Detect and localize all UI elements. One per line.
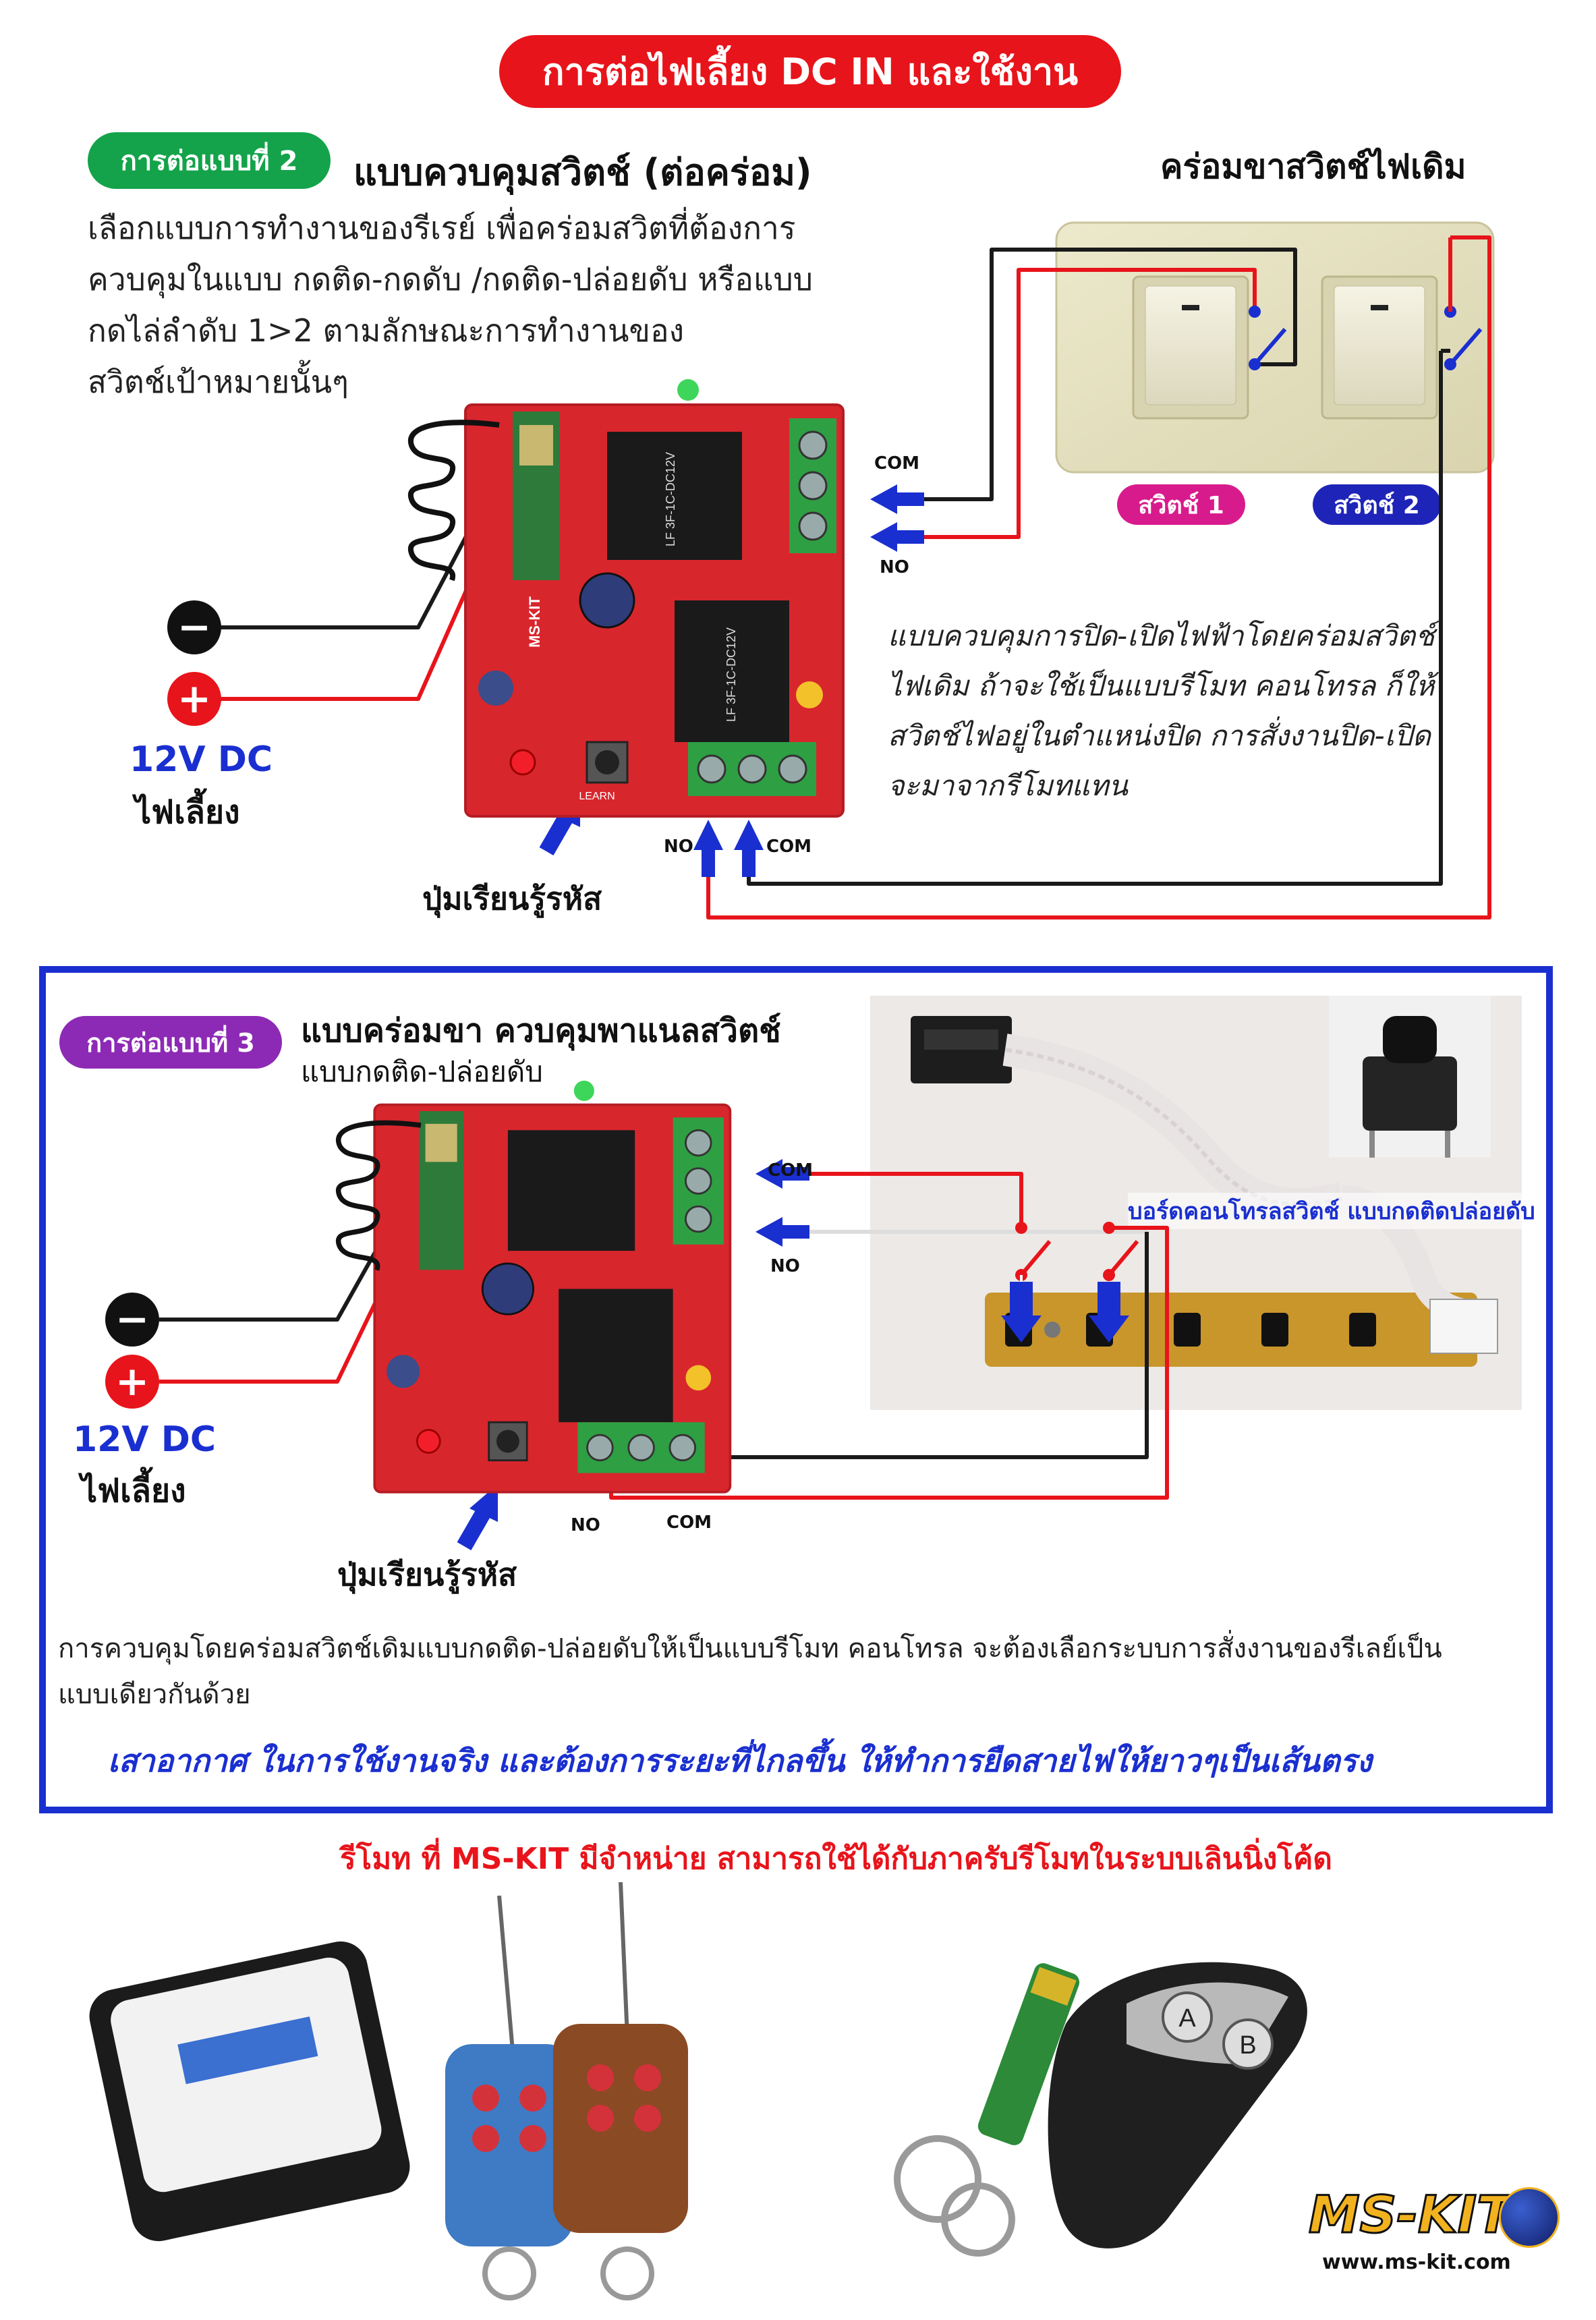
power-sub: ไฟเลี้ยง [81, 1472, 186, 1510]
section2-note: แบบควบคุมการปิด-เปิดไฟฟ้าโดยคร่อมสวิตช์ … [888, 611, 1435, 811]
section3-no-label: NO [770, 1256, 800, 1276]
plus-terminal: + [105, 1355, 159, 1409]
keyfob-button-a: A [1178, 2004, 1196, 2033]
receiver-board-2: LF 3F-1C-DC12V LF 3F-1C-DC12V LEARN MS-K… [464, 379, 845, 818]
section3-subheading: แบบกดติด-ปล่อยดับ [301, 1055, 543, 1088]
ms-kit-logo: MS-KIT [1308, 2184, 1513, 2246]
minus-terminal: − [105, 1293, 159, 1347]
section2-wiring [196, 235, 1491, 919]
remote-banner: รีโมท ที่ MS-KIT มีจำหน่าย สามารถใช้ได้ก… [340, 1842, 1332, 1876]
section3-badge: การต่อแบบที่ 3 [59, 1016, 282, 1069]
section3-note: การควบคุมโดยคร่อมสวิตช์เดิมแบบกดติด-ปล่อ… [58, 1626, 1442, 1718]
section2-badge: การต่อแบบที่ 2 [88, 132, 331, 189]
power-sub: ไฟเลี้ยง [135, 793, 240, 831]
section2-intro: เลือกแบบการทำงานของรีเรย์ เพื่อคร่อมสวิต… [88, 202, 813, 407]
control-board-label: บอร์ดคอนโทรลสวิตช์ แบบกดติดปล่อยดับ [1128, 1193, 1535, 1229]
switch2-badge: สวิตช์ 2 [1313, 484, 1441, 525]
keyfob-button-b: B [1239, 2031, 1256, 2060]
wall-switch-plate [1055, 221, 1495, 474]
antenna-coil-2 [407, 420, 500, 582]
section3-wiring [159, 1159, 1169, 1550]
note-line: จะมาจากรีโมทแทน [888, 769, 1129, 802]
section3-frame [39, 966, 1553, 1813]
minus-terminal: − [167, 600, 221, 654]
note-line: สวิตช์ไฟอยู่ในตำแหน่งปิด การสั่งงานปิด-เ… [888, 719, 1431, 752]
section3-com-label: COM [768, 1160, 814, 1181]
plus-terminal: + [167, 672, 221, 726]
relay-part-label: LF 3F-1C-DC12V [664, 452, 677, 546]
section3-no-bottom-label: NO [571, 1515, 600, 1535]
board-learn-print: LEARN [579, 791, 615, 802]
section3-com-bottom-label: COM [666, 1512, 712, 1533]
relay-part-label: LF 3F-1C-DC12V [724, 627, 738, 722]
section2-no-label: NO [880, 557, 909, 577]
learn-button-label: ปุ่มเรียนรู้รหัส [422, 880, 602, 917]
board-brand-print: MS-KIT [526, 596, 543, 648]
intro-line: ควบคุมในแบบ กดติด-กดดับ /กดติด-ปล่อยดับ … [88, 261, 813, 298]
switch1-badge: สวิตช์ 1 [1117, 484, 1245, 525]
page-title: การต่อไฟเลี้ยง DC IN และใช้งาน [499, 35, 1121, 108]
intro-line: กดไล่ลำดับ 1>2 ตามลักษณะการทำงานของ [88, 312, 685, 349]
receiver-board-3 [373, 1080, 732, 1494]
ms-kit-logo-globe [1499, 2187, 1560, 2248]
power-label: 12V DC [130, 739, 273, 780]
remote-keyfob-photo-right: A B [894, 1962, 1307, 2257]
note-line: ไฟเดิม ถ้าจะใช้เป็นแบบรีโมท คอนโทรล ก็ให… [888, 669, 1435, 702]
section2-com-label: COM [874, 453, 920, 474]
intro-line: เลือกแบบการทำงานของรีเรย์ เพื่อคร่อมสวิต… [88, 210, 796, 246]
section2-com-bottom-label: COM [766, 837, 812, 857]
antenna-coil-3 [335, 1120, 422, 1271]
learn-button-label: ปุ่มเรียนรู้รหัส [337, 1556, 517, 1593]
ms-kit-url: www.ms-kit.com [1322, 2251, 1511, 2274]
remote-set-photo-left [89, 1882, 688, 2300]
note-line: แบบควบคุมการปิด-เปิดไฟฟ้าโดยคร่อมสวิตช์ [888, 619, 1435, 652]
antenna-note: เสาอากาศ ในการใช้งานจริง และต้องการระยะท… [108, 1743, 1372, 1779]
section3-heading: แบบคร่อมขา ควบคุมพาแนลสวิตช์ [301, 1012, 781, 1050]
intro-line: สวิตช์เป้าหมายนั้นๆ [88, 364, 349, 400]
note-line: แบบเดียวกันด้วย [58, 1679, 251, 1710]
switch-title: คร่อมขาสวิตช์ไฟเดิม [1160, 147, 1466, 186]
section2-heading: แบบควบคุมสวิตช์ (ต่อคร่อม) [353, 151, 812, 194]
power-label: 12V DC [73, 1419, 217, 1460]
note-line: การควบคุมโดยคร่อมสวิตช์เดิมแบบกดติด-ปล่อ… [58, 1633, 1442, 1664]
section2-no-bottom-label: NO [664, 837, 693, 857]
